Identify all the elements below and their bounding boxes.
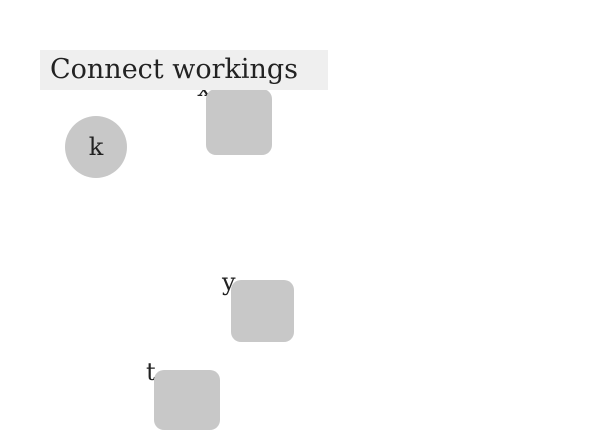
tile-t-label: t [146, 358, 156, 386]
title-bar: Connect workings [40, 50, 328, 90]
tile-t[interactable] [154, 370, 220, 430]
node-k-label: k [88, 133, 104, 161]
node-k[interactable]: k [65, 116, 127, 178]
puzzle-title: Connect workings [50, 54, 299, 85]
tile-x[interactable] [206, 89, 272, 155]
tile-y[interactable] [231, 280, 294, 342]
